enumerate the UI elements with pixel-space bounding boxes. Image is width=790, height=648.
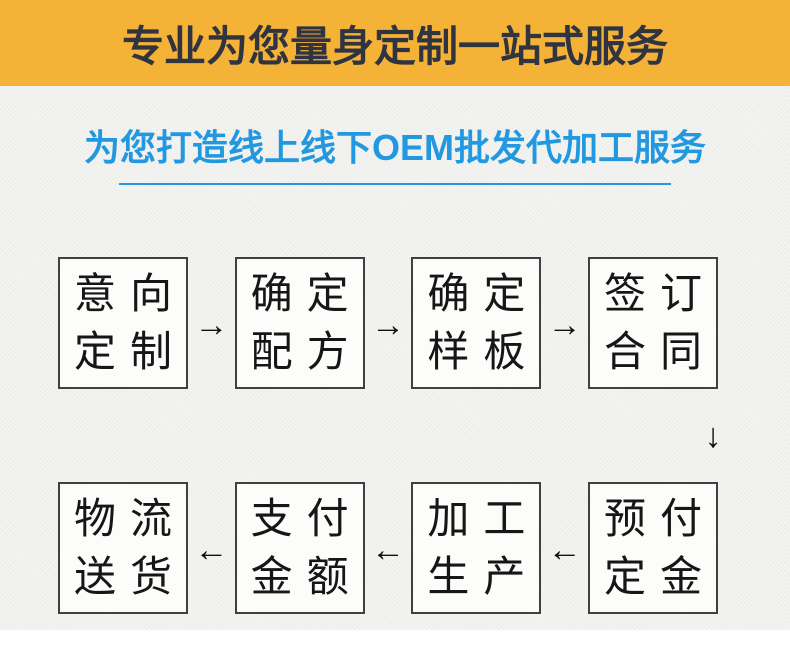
flow-step-prepay-deposit: 预付 定金 — [588, 482, 719, 614]
arrow-left-icon: ← — [194, 531, 229, 569]
flow-row-2: 物流 送货 ← 支付 金额 ← 加工 生产 ← 预付 定金 — [58, 482, 719, 614]
flow-step-line: 确定 — [250, 270, 363, 317]
flow-step-line: 物流 — [74, 495, 187, 542]
flow-step-confirm-sample: 确定 样板 — [411, 257, 542, 389]
arrow-left-icon: ← — [371, 531, 405, 569]
subtitle: 为您打造线上线下OEM批发代加工服务 — [83, 127, 706, 168]
flow-step-line: 意向 — [74, 270, 187, 317]
arrow-right-icon: → — [194, 306, 229, 344]
banner: 专业为您量身定制一站式服务 — [0, 0, 790, 86]
flow-step-line: 支付 — [250, 495, 363, 542]
flow-step-intent-customize: 意向 定制 — [58, 257, 188, 389]
arrow-down-icon: ↓ — [704, 416, 722, 455]
subtitle-underline — [119, 183, 671, 185]
flow-step-line: 金额 — [250, 553, 363, 600]
flow-connector: ↓ — [58, 389, 776, 482]
flow-step-line: 送货 — [74, 553, 187, 600]
flow-step-sign-contract: 签订 合同 — [588, 257, 719, 389]
flow-step-line: 加工 — [427, 495, 540, 542]
flow-step-line: 样板 — [427, 328, 540, 375]
flow-step-line: 预付 — [604, 495, 717, 542]
arrow-left-icon: ← — [547, 531, 582, 569]
flow-step-line: 生产 — [427, 553, 540, 600]
flow-step-line: 合同 — [604, 328, 717, 375]
flow-step-line: 定金 — [604, 553, 717, 600]
flow-step-line: 签订 — [604, 270, 717, 317]
flow-step-line: 确定 — [427, 270, 540, 317]
flow-step-line: 配方 — [250, 328, 363, 375]
flowchart: 意向 定制 → 确定 配方 → 确定 样板 → 签订 合同 ↓ 物流 — [0, 257, 722, 614]
flow-step-line: 定制 — [74, 328, 187, 375]
flow-step-processing-production: 加工 生产 — [411, 482, 542, 614]
flow-step-confirm-formula: 确定 配方 — [234, 257, 365, 389]
arrow-right-icon: → — [547, 306, 582, 344]
flow-step-logistics-delivery: 物流 送货 — [58, 482, 188, 614]
flow-row-1: 意向 定制 → 确定 配方 → 确定 样板 → 签订 合同 — [58, 257, 719, 389]
flow-step-pay-amount: 支付 金额 — [234, 482, 365, 614]
arrow-right-icon: → — [371, 306, 405, 344]
footer-whitespace — [0, 630, 790, 648]
banner-title: 专业为您量身定制一站式服务 — [121, 22, 668, 70]
